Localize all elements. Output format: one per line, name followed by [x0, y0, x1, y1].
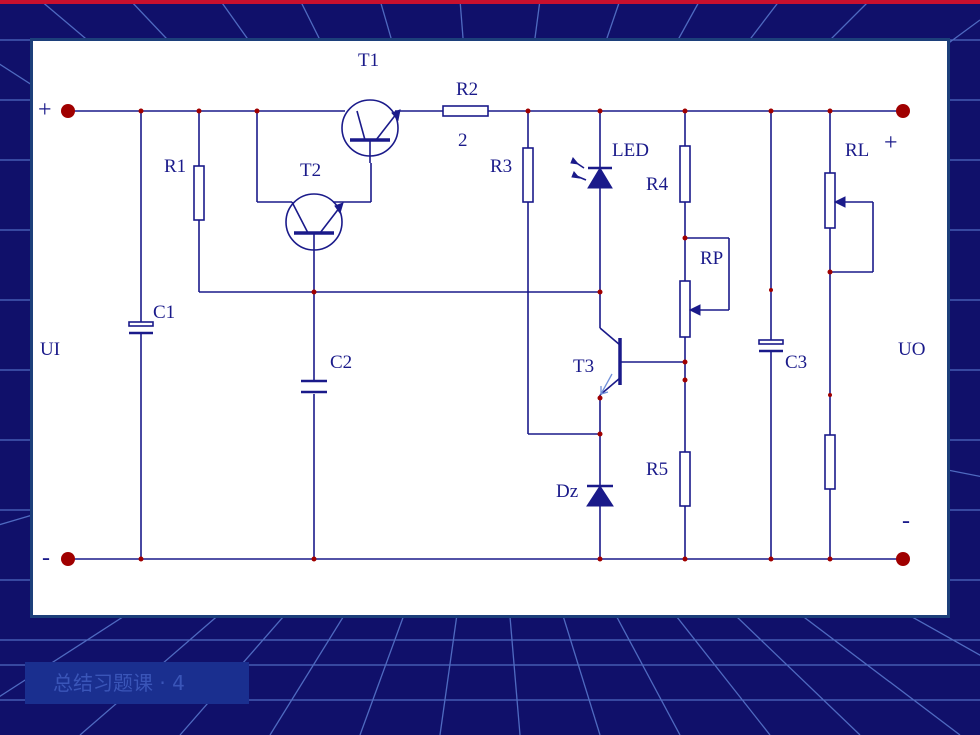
label-ui: UI: [40, 339, 60, 360]
label-r3: R3: [490, 156, 512, 177]
label-input-plus: +: [38, 97, 52, 123]
led-ray-arrow-1: [570, 157, 580, 165]
label-r2-value: 2: [458, 130, 468, 151]
label-c2: C2: [330, 352, 352, 373]
rp-wiper-arrow: [688, 304, 701, 316]
label-c3: C3: [785, 352, 807, 373]
label-rp: RP: [700, 248, 723, 269]
circuit-panel: T1 T2 T3 R1 R2 2 R3 R4 R5 RP RL C1 C2 C3…: [30, 38, 950, 618]
label-output-minus: -: [902, 508, 910, 534]
label-rl: RL: [845, 140, 869, 161]
label-output-plus: +: [884, 130, 898, 156]
rl-lower-body: [824, 434, 836, 490]
t1-arrow: [391, 109, 401, 122]
label-t2: T2: [300, 160, 321, 181]
r1-body: [193, 165, 205, 221]
label-c1: C1: [153, 302, 175, 323]
output-minus-terminal: [896, 552, 910, 566]
led-triangle: [587, 167, 613, 189]
r4-body: [679, 145, 691, 203]
label-t3: T3: [573, 356, 594, 377]
r3-body: [522, 147, 534, 203]
label-led: LED: [612, 140, 649, 161]
input-minus-terminal: [61, 552, 75, 566]
t2-arrow: [334, 202, 344, 215]
terminals: [61, 104, 910, 566]
label-uo: UO: [898, 339, 925, 360]
dz-triangle: [586, 485, 614, 507]
junction-dots: [138, 108, 833, 562]
label-r2: R2: [456, 79, 478, 100]
label-dz: Dz: [556, 481, 578, 502]
r5-body: [679, 451, 691, 507]
rl-body: [824, 172, 836, 229]
led-ray-arrow-2: [571, 171, 581, 179]
slide-footer: 总结习题课 · 4: [25, 662, 249, 704]
rp-body: [679, 280, 691, 338]
rl-wiper-arrow: [833, 196, 846, 208]
circuit-diagram: T1 T2 T3 R1 R2 2 R3 R4 R5 RP RL C1 C2 C3…: [38, 50, 925, 571]
input-plus-terminal: [61, 104, 75, 118]
c3-plate-top: [758, 339, 784, 345]
label-r1: R1: [164, 156, 186, 177]
c1-plate-top: [128, 321, 154, 327]
label-t1: T1: [358, 50, 379, 71]
label-input-minus: -: [42, 545, 50, 571]
label-r5: R5: [646, 459, 668, 480]
output-plus-terminal: [896, 104, 910, 118]
r2-body: [442, 105, 489, 117]
label-r4: R4: [646, 174, 669, 195]
top-accent-bar: [0, 0, 980, 4]
